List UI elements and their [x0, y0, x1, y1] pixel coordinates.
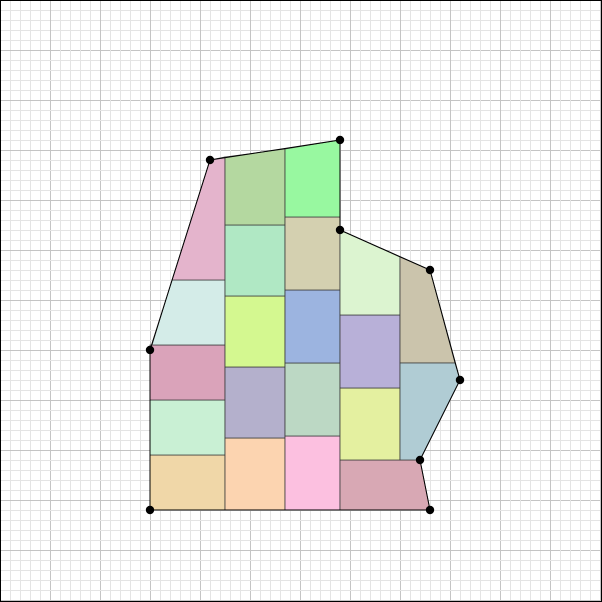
- region-cell: [224, 224, 286, 297]
- region-cell: [339, 314, 401, 389]
- region-cell: [339, 459, 431, 511]
- region-cell: [284, 139, 341, 218]
- region-cell: [171, 156, 226, 281]
- region-cell: [224, 437, 286, 511]
- polygon-outline: [149, 139, 461, 511]
- polygon-vertices: [145, 135, 465, 515]
- region-cell: [151, 279, 226, 346]
- region-cell: [284, 435, 341, 511]
- vertex-point[interactable]: [425, 265, 435, 275]
- vertex-point[interactable]: [335, 225, 345, 235]
- region-cell: [224, 366, 286, 439]
- region-cell: [149, 454, 226, 511]
- vertex-point[interactable]: [425, 505, 435, 515]
- region-cell: [284, 289, 341, 364]
- vertex-point[interactable]: [415, 455, 425, 465]
- region-cell: [224, 148, 286, 226]
- region-cells: [149, 139, 461, 511]
- region-cell: [339, 387, 401, 461]
- region-cell: [224, 295, 286, 368]
- vertex-point[interactable]: [205, 155, 215, 165]
- vertex-point[interactable]: [335, 135, 345, 145]
- region-cell: [149, 344, 226, 401]
- region-cell: [284, 216, 341, 291]
- vertex-point[interactable]: [455, 375, 465, 385]
- vertex-point[interactable]: [145, 505, 155, 515]
- region-cell: [284, 362, 341, 437]
- vertex-point[interactable]: [145, 345, 155, 355]
- region-cell: [149, 399, 226, 456]
